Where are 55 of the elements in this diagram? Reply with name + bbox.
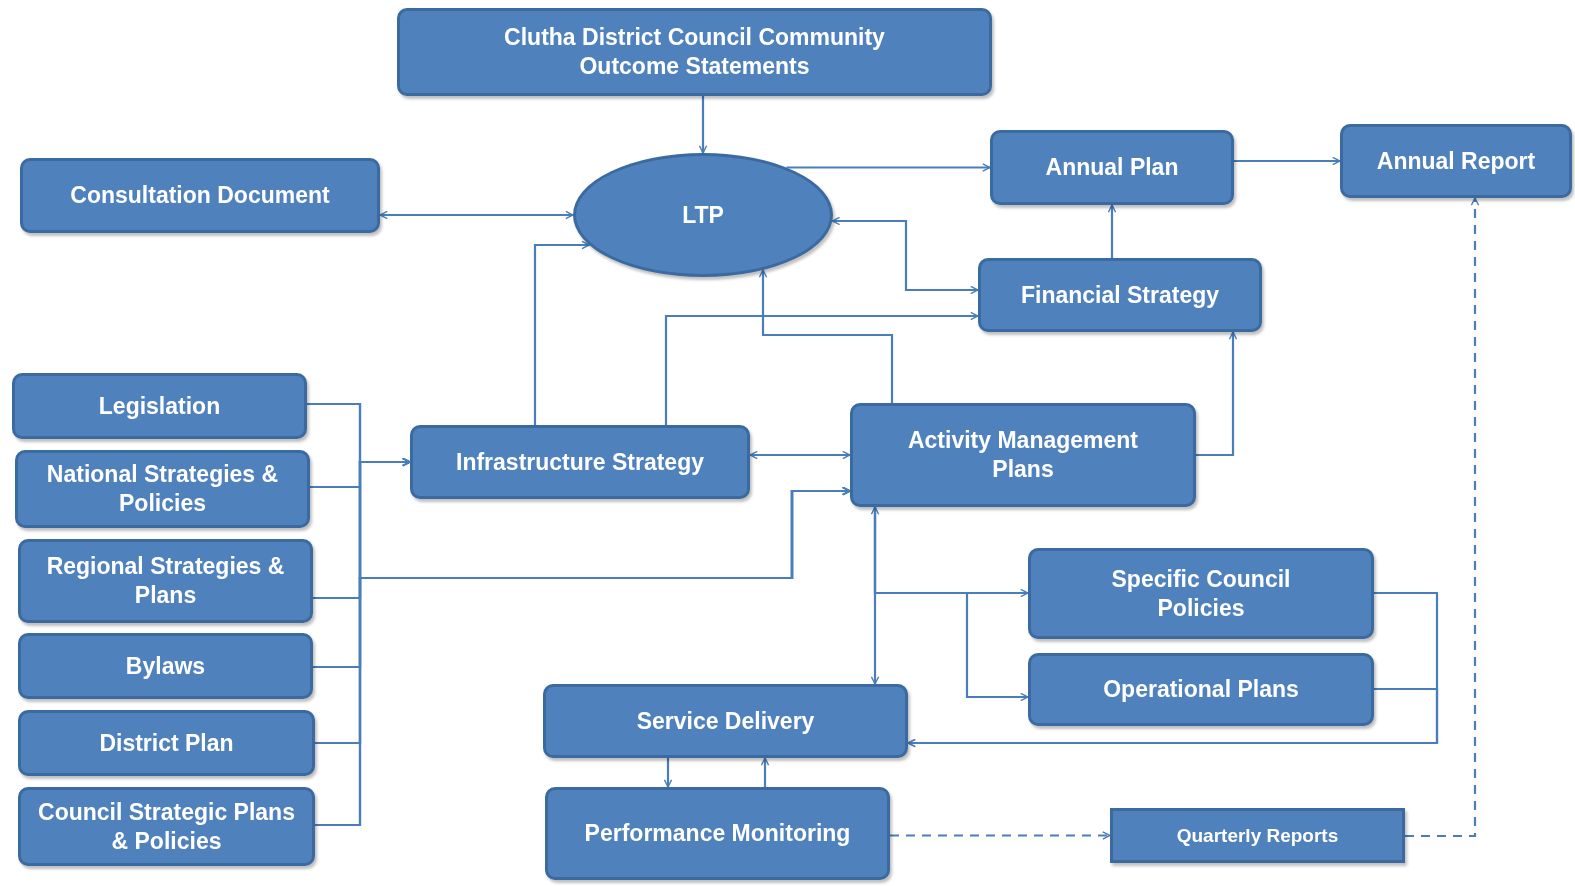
connector-arrow — [890, 831, 1111, 840]
process-box — [990, 130, 1234, 205]
process-box — [397, 8, 992, 96]
connector-arrow — [786, 163, 991, 172]
connector-arrow — [873, 507, 1029, 702]
connector-arrow — [698, 96, 708, 154]
connector-arrow — [1405, 197, 1480, 838]
connector-arrow — [533, 240, 590, 425]
node-label: Infrastructure Strategy — [456, 447, 704, 477]
process-box — [410, 425, 750, 499]
process-box — [1340, 124, 1572, 198]
node-label: Annual Plan — [1045, 153, 1179, 182]
process-box — [18, 710, 315, 776]
process-box — [20, 158, 380, 233]
node-label: Annual Report — [1376, 146, 1536, 176]
connector-arrow — [1107, 204, 1117, 258]
node-label: Activity Management Plans — [906, 426, 1140, 484]
connector-arrow — [749, 450, 851, 460]
process-box — [978, 258, 1262, 332]
connector-arrow — [663, 758, 673, 788]
node-label: Legislation — [98, 391, 221, 421]
connector-arrow — [907, 687, 1439, 748]
connector-arrow — [379, 210, 574, 220]
node-label: Service Delivery — [636, 706, 815, 736]
node-label: Financial Strategy — [1020, 280, 1220, 310]
process-box — [18, 539, 313, 623]
node-label: Consultation Document — [70, 181, 330, 210]
connector-arrow — [831, 216, 979, 295]
process-box — [1028, 653, 1374, 726]
process-box — [15, 450, 310, 528]
node-label: Council Strategic Plans & Policies — [37, 797, 296, 856]
node-label: LTP — [682, 200, 724, 230]
process-box — [18, 633, 313, 699]
node-label: Clutha District Council Community Outcome Statements — [503, 23, 886, 81]
node-label: Operational Plans — [1103, 675, 1299, 704]
node-label: Quarterly Reports — [1176, 823, 1339, 848]
node-label: Regional Strategies & Plans — [45, 552, 286, 610]
process-box — [850, 403, 1196, 507]
connector-arrow — [1196, 331, 1238, 457]
node-label: Bylaws — [125, 651, 206, 681]
connector-arrow — [760, 757, 770, 787]
connector-arrow — [758, 269, 894, 403]
connector-arrow — [1234, 156, 1341, 166]
connector-arrow — [664, 311, 979, 425]
connector-arrow — [870, 506, 880, 685]
node-label: District Plan — [99, 728, 234, 758]
process-box — [12, 373, 307, 439]
process-box — [543, 684, 908, 758]
process-box — [1110, 808, 1405, 863]
process-box — [18, 787, 315, 866]
node-label: National Strategies & Policies — [45, 460, 280, 518]
node-label: Specific Council Policies — [1110, 564, 1292, 623]
node-label: Performance Monitoring — [584, 819, 851, 848]
process-box — [1028, 548, 1374, 639]
process-box — [545, 787, 890, 880]
